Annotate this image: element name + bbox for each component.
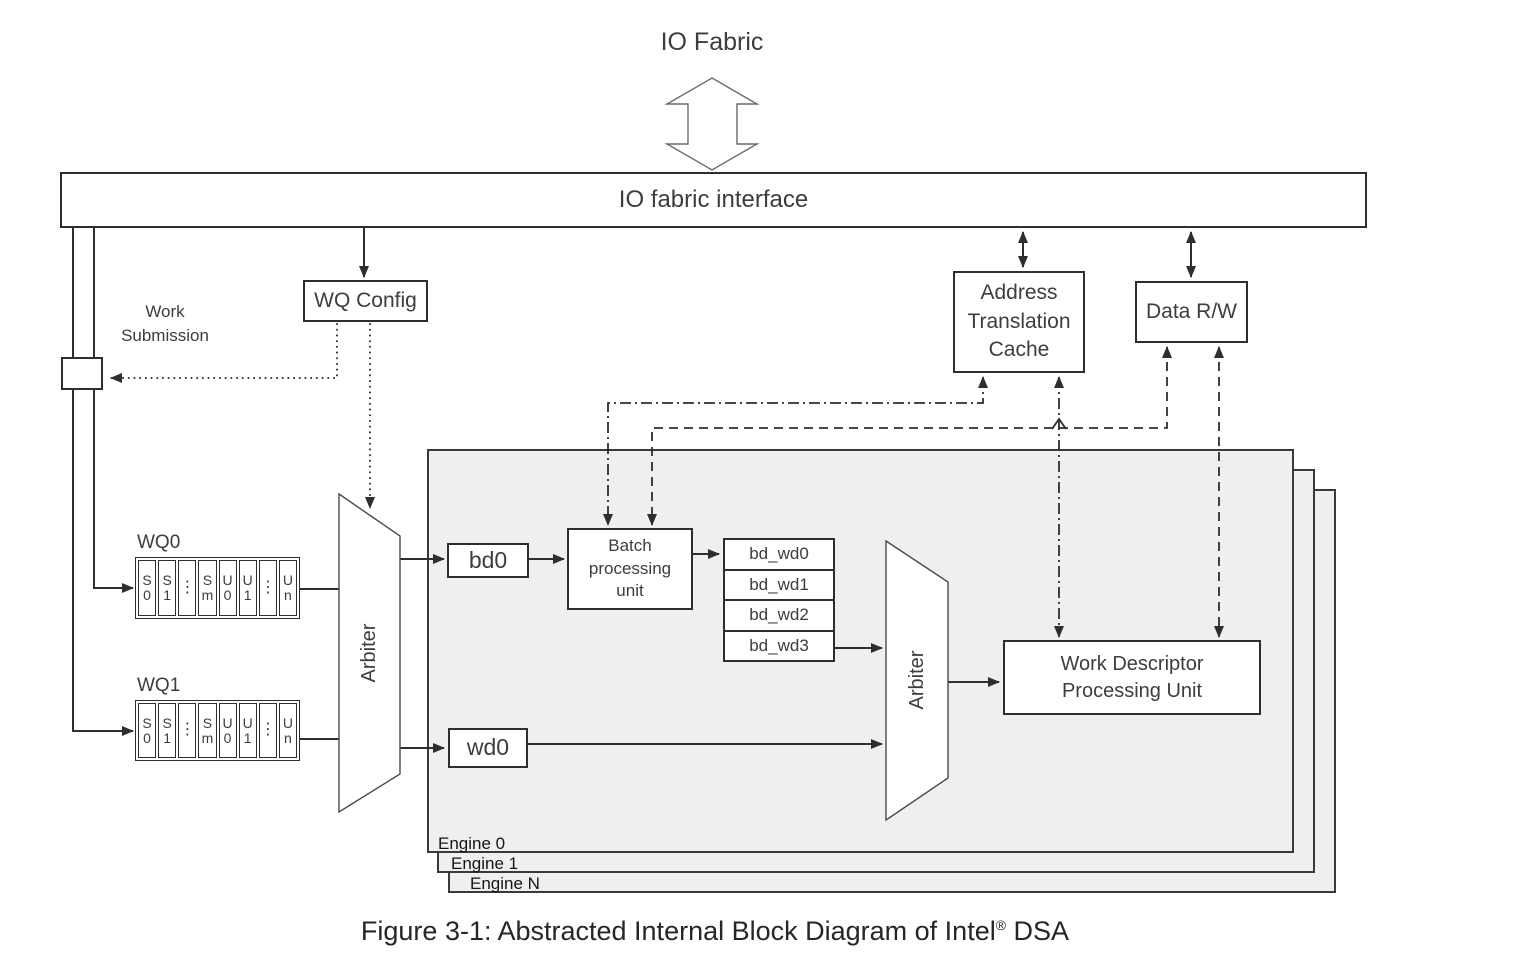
batch-line1: Batch — [608, 535, 652, 555]
arbiter1-label: Arbiter — [357, 623, 380, 683]
registered-mark: ® — [995, 917, 1007, 933]
address-translation-cache-box: Address Translation Cache — [953, 271, 1085, 373]
wq1-label: WQ1 — [137, 675, 181, 696]
bd-wd3-cell: bd_wd3 — [749, 635, 809, 655]
queue-cell-ellipsis: ⋮ — [258, 703, 277, 758]
wd0-label: wd0 — [466, 734, 510, 761]
batch-processing-unit-box: Batch processing unit — [567, 528, 693, 610]
bd-wd2-cell: bd_wd2 — [725, 601, 833, 632]
atc-line1: Address — [980, 281, 1058, 305]
caption-text: Figure 3-1: Abstracted Internal Block Di… — [360, 916, 996, 946]
bd-wd0-cell: bd_wd0 — [725, 540, 833, 571]
bd0-label: bd0 — [468, 546, 508, 573]
io-fabric-double-arrow — [664, 77, 760, 171]
work-submission-line2: Submission — [121, 325, 209, 345]
wq-config-label: WQ Config — [314, 289, 417, 313]
data-rw-box: Data R/W — [1135, 281, 1248, 343]
engine-1-label: Engine 1 — [451, 854, 519, 873]
engine-n-label: Engine N — [470, 874, 540, 893]
work-submission-line1: Work — [145, 302, 185, 321]
io-fabric-title: IO Fabric — [660, 28, 764, 56]
data-rw-label: Data R/W — [1145, 300, 1237, 324]
atc-line2: Translation — [967, 309, 1071, 333]
wq0-label: WQ0 — [137, 532, 181, 553]
wdpu-line2: Processing Unit — [1061, 679, 1203, 702]
wq-config-box: WQ Config — [303, 280, 428, 322]
wdpu-line1: Work Descriptor — [1060, 652, 1204, 675]
figure-caption: Figure 3-1: Abstracted Internal Block Di… — [0, 916, 1430, 947]
line-iface-to-wq0 — [93, 228, 134, 593]
batch-line3: unit — [616, 581, 644, 601]
caption-text-end: DSA — [1006, 916, 1070, 946]
arbiter2-label: Arbiter — [905, 650, 928, 710]
queue-cell-ellipsis: ⋮ — [178, 560, 197, 616]
wd0-box: wd0 — [448, 728, 528, 768]
queue-cell-ellipsis: ⋮ — [258, 560, 277, 616]
batch-line2: processing — [588, 558, 672, 578]
io-fabric-interface-label: IO fabric interface — [618, 186, 809, 214]
bd-wd-stack: bd_wd0 bd_wd1 bd_wd2 bd_wd3 — [723, 538, 835, 662]
io-fabric-interface-box: IO fabric interface — [60, 172, 1367, 228]
work-submission-port-box — [61, 357, 103, 390]
work-submission-label: Work Submission — [95, 300, 235, 348]
crossing-chevron-up — [1051, 417, 1067, 430]
work-descriptor-processing-unit-box: Work Descriptor Processing Unit — [1003, 640, 1261, 715]
bd-wd1-cell: bd_wd1 — [725, 571, 833, 601]
bd0-box: bd0 — [447, 543, 529, 578]
engine-0-label: Engine 0 — [438, 834, 506, 853]
atc-line3: Cache — [988, 338, 1050, 362]
dotted-connectors — [110, 323, 375, 509]
queue-cell-ellipsis: ⋮ — [178, 703, 197, 758]
